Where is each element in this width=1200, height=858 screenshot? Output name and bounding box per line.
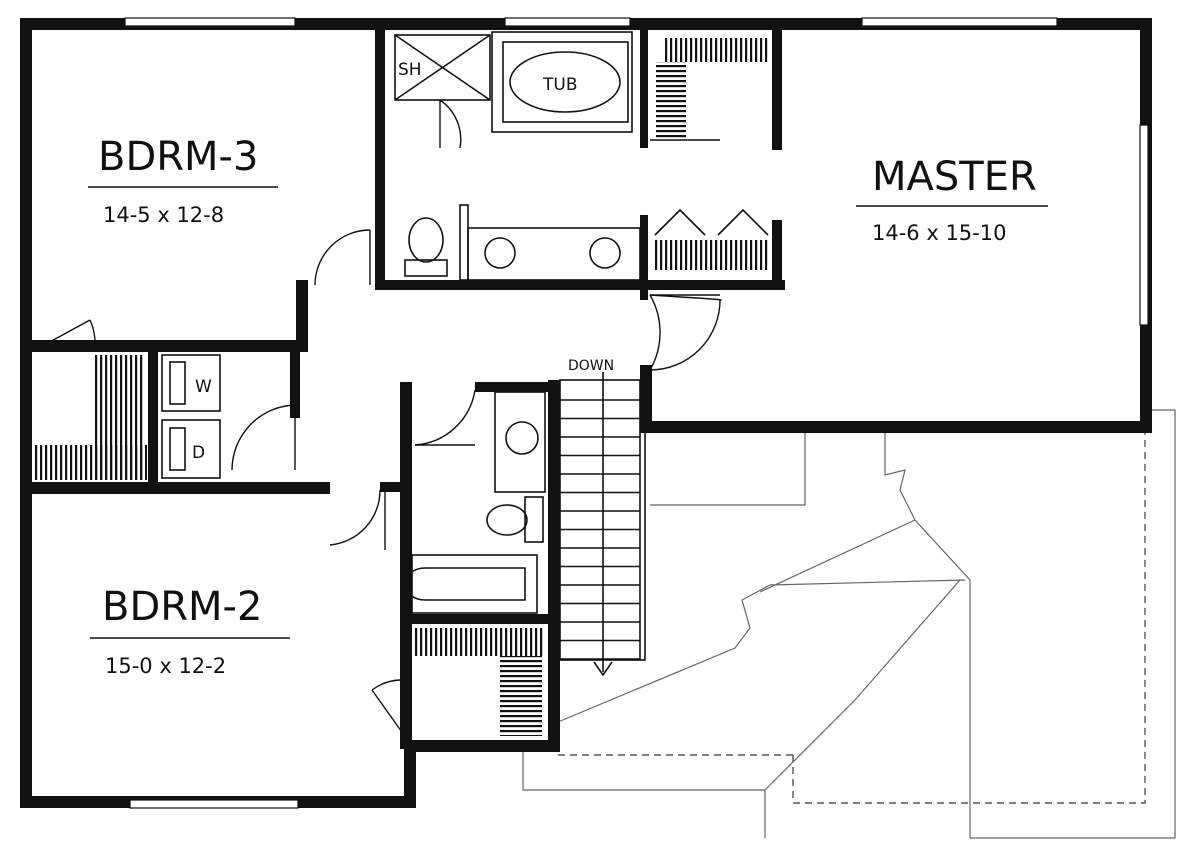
hall-bath-sink	[494, 391, 546, 493]
tub-label: TUB	[542, 75, 578, 95]
washer-label: W	[195, 377, 212, 397]
bdrm2-dims: 15-0 x 12-2	[105, 654, 226, 678]
stairs-down-label: DOWN	[568, 358, 614, 374]
room-label-master: MASTER 14-6 x 15-10	[856, 154, 1048, 245]
doors	[34, 229, 722, 736]
master-dims: 14-6 x 15-10	[872, 221, 1006, 245]
staircase	[559, 372, 646, 677]
toilet-master-bath	[404, 217, 448, 277]
shower-label: SH	[398, 60, 422, 80]
windows	[124, 17, 1149, 809]
interior-walls	[20, 18, 785, 749]
room-label-bdrm3: BDRM-3 14-5 x 12-8	[88, 134, 278, 227]
room-label-bdrm2: BDRM-2 15-0 x 12-2	[90, 584, 290, 678]
hall-bath-tub	[404, 554, 538, 614]
closet-bdrm2	[415, 628, 543, 736]
bdrm3-name: BDRM-3	[98, 134, 258, 180]
closet-bdrm3	[35, 355, 147, 480]
laundry-dryer	[161, 419, 221, 479]
hall-bath-toilet	[486, 496, 544, 543]
shower	[394, 34, 491, 149]
bdrm3-dims: 14-5 x 12-8	[103, 203, 224, 227]
closet-shelving-master	[650, 38, 770, 270]
roof-outline	[522, 409, 1176, 839]
bdrm2-name: BDRM-2	[102, 584, 262, 630]
laundry-washer	[161, 354, 221, 412]
vanity-counter	[459, 204, 641, 281]
master-name: MASTER	[872, 154, 1037, 200]
bathtub	[491, 31, 633, 133]
exterior-walls	[20, 18, 1152, 808]
dryer-label: D	[192, 443, 205, 463]
